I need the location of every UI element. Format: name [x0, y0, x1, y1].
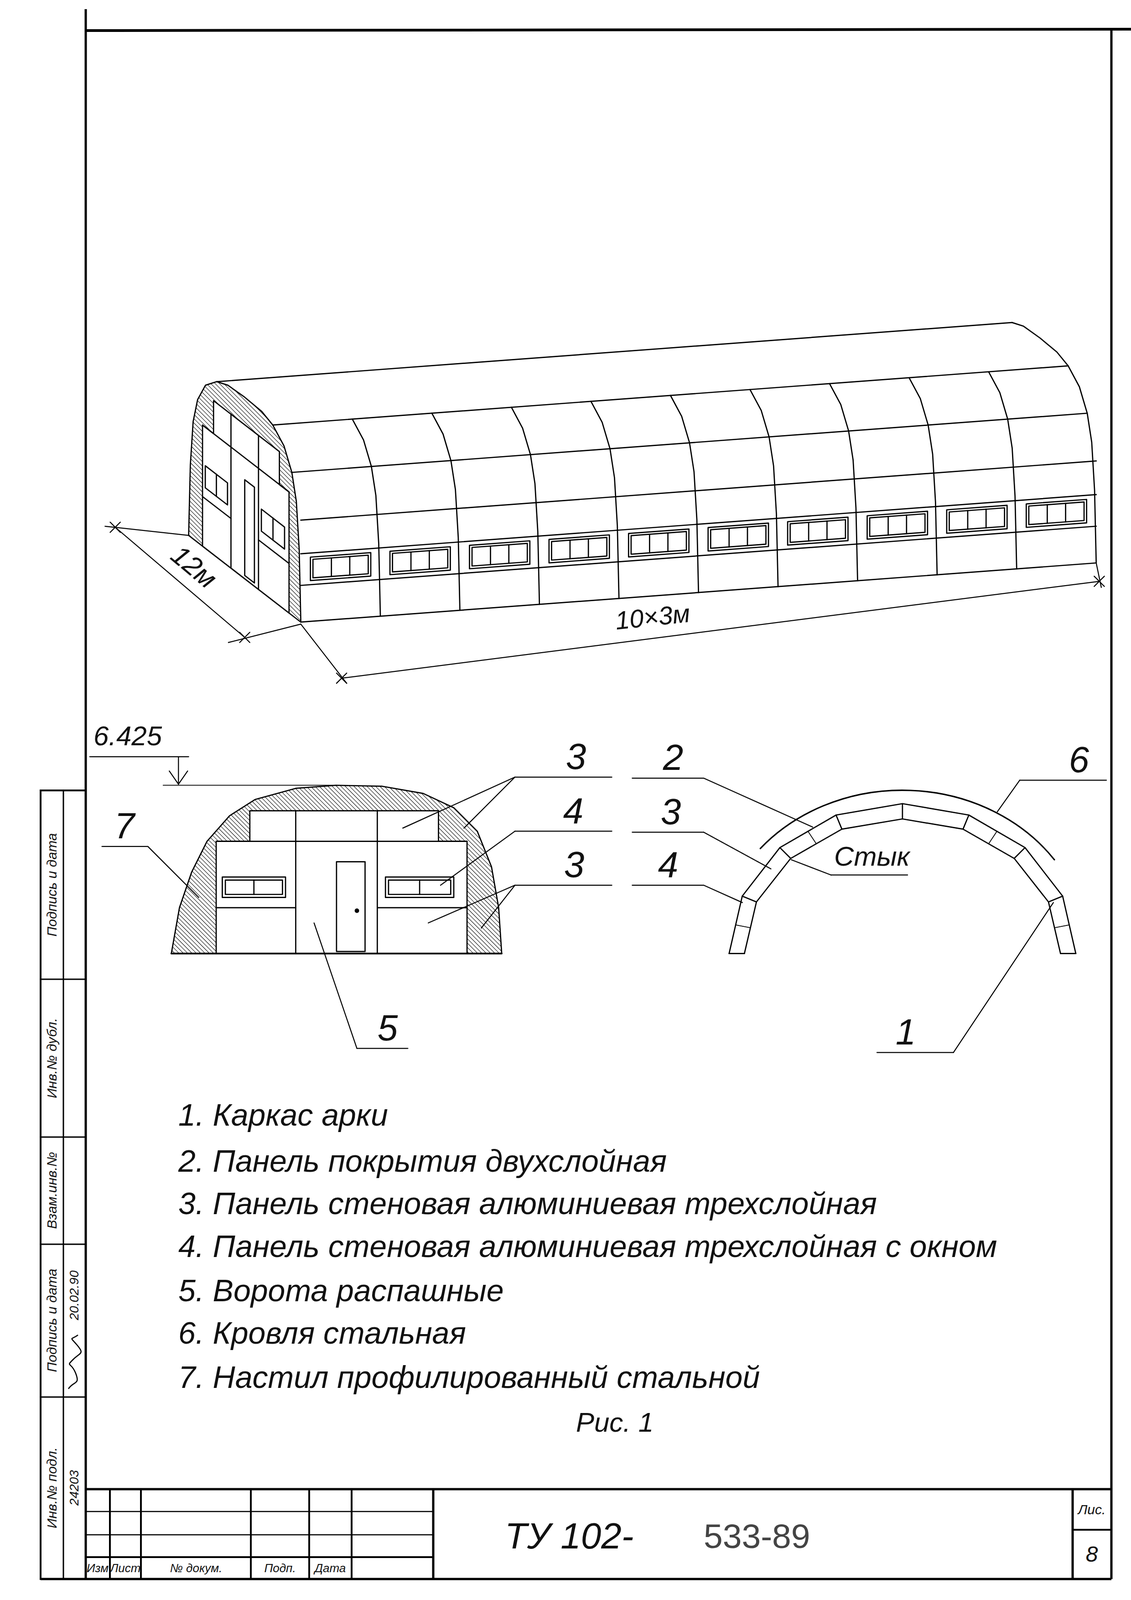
legend-note: 2. Панель покрытия двухслойная [178, 1145, 667, 1177]
callout-number: 3 [565, 738, 587, 775]
stamp-header: Подпись и дата [45, 1268, 59, 1373]
dimension-label: 10×3м [613, 600, 691, 634]
stamp-header: Взам.инв.№ [45, 1151, 59, 1230]
title-block-header: № докум. [170, 1561, 223, 1574]
title-block-header: Подп. [264, 1561, 296, 1574]
callout-number: 4 [563, 792, 584, 830]
stamp-header: Инв.№ дубл. [45, 1017, 59, 1099]
legend-note: 5. Ворота распашные [178, 1274, 504, 1306]
legend-note: 4. Панель стеновая алюминиевая трехслойн… [178, 1230, 997, 1262]
front-elevation [89, 756, 613, 1048]
elevation-mark: 6.425 [93, 722, 162, 750]
callout-number: 7 [114, 807, 135, 845]
figure-caption: Рис. 1 [575, 1408, 654, 1437]
arch-section [632, 778, 1107, 1053]
title-block-header: Дата [314, 1561, 347, 1574]
stamp-header: Инв.№ подл. [45, 1447, 59, 1529]
dimension-label: 12м [166, 540, 222, 593]
legend-note: 1. Каркас арки [178, 1099, 389, 1131]
stamp-value: 20.02.90 [67, 1270, 81, 1321]
legend-note: 6. Кровля стальная [178, 1317, 467, 1349]
isometric-building [188, 322, 1097, 623]
stamp-value: 24203 [67, 1469, 81, 1506]
title-block-header: Изм [86, 1561, 109, 1574]
dimension-lines [104, 522, 1105, 684]
legend-note: 7. Настил профилированный стальной [178, 1361, 760, 1393]
callout-number: 1 [895, 1013, 917, 1051]
document-number: 533-89 [703, 1519, 811, 1554]
stamp-header: Подпись и дата [45, 833, 59, 937]
title-block-header: Лист [110, 1561, 141, 1574]
callout-number: 6 [1068, 741, 1090, 779]
legend-note: 3. Панель стеновая алюминиевая трехслойн… [178, 1187, 877, 1219]
sheet-frame [40, 9, 1131, 1579]
callout-number: 5 [377, 1009, 399, 1047]
callout-number: 3 [660, 793, 682, 831]
document-code: ТУ 102- [504, 1517, 634, 1555]
sheet-number: 8 [1085, 1543, 1099, 1566]
callout-number: 4 [658, 846, 679, 883]
callout-number: 2 [663, 739, 684, 776]
sheet-label: Лис. [1078, 1502, 1106, 1517]
joint-label: Стык [834, 842, 910, 871]
callout-number: 3 [564, 846, 585, 883]
